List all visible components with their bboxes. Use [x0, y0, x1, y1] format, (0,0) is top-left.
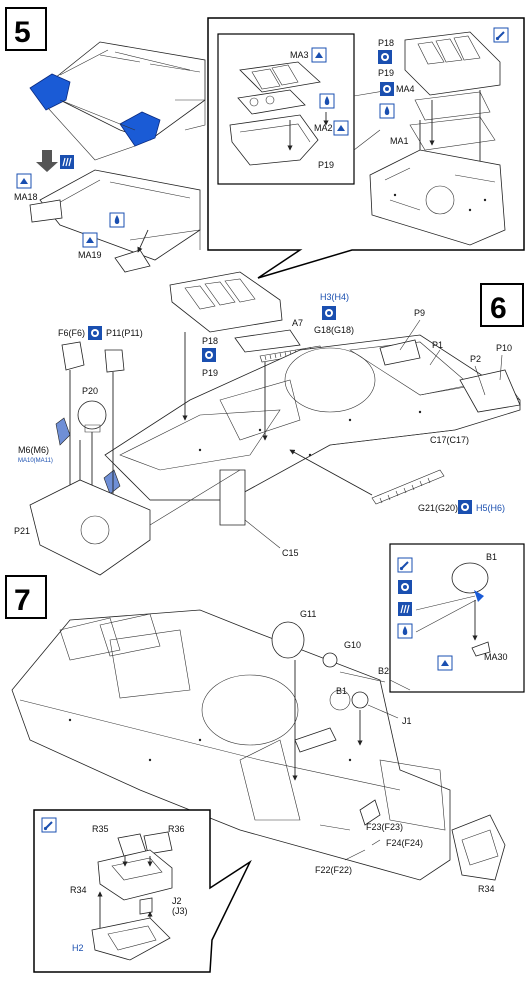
label-m6: M6(M6) [18, 445, 49, 455]
step-6: 6 P18 P19 A7 H3(H4) G18(G18) P9 P1 [14, 271, 524, 576]
label-ma30: MA30 [484, 652, 508, 662]
label-r36: R36 [168, 824, 185, 834]
label-g21: G21(G20) [418, 503, 458, 513]
step-5-number-box [5, 7, 47, 51]
label-p11: P11(P11) [106, 328, 143, 338]
glue-drop-icon [397, 623, 413, 639]
glue-drop-icon [379, 103, 395, 119]
label-p19-callout: P19 [318, 160, 334, 170]
cement-icon [398, 580, 412, 594]
label-p19-s6: P19 [202, 368, 218, 378]
photo-etch-icon [59, 154, 75, 170]
label-p18: P18 [378, 38, 394, 48]
label-h2: H2 [72, 943, 84, 953]
paint-brush-icon [493, 27, 509, 43]
label-p10: P10 [496, 343, 512, 353]
blue-part-m6 [55, 417, 71, 446]
blue-part-right [103, 469, 121, 495]
remove-icon [333, 120, 349, 136]
cement-icon [88, 326, 102, 340]
step-5-hull-piece [29, 41, 206, 161]
step-7-hull [11, 609, 451, 881]
remove-icon [82, 232, 98, 248]
label-g10: G10 [344, 640, 361, 650]
step-6-number-box [480, 283, 524, 327]
glue-drop-icon [109, 212, 125, 228]
pe-note: MA10(MA11) [18, 458, 53, 464]
label-c15: C15 [282, 548, 299, 558]
label-ma18: MA18 [14, 192, 38, 202]
blue-cover-left [29, 73, 71, 111]
cement-icon [322, 306, 336, 320]
label-ma4: MA4 [396, 84, 415, 94]
grille-part-lower [371, 469, 445, 505]
label-a7: A7 [292, 318, 303, 328]
label-p1: P1 [432, 340, 443, 350]
step-5: 5 MA18 MA19 [5, 7, 525, 279]
label-b1-callout: B1 [486, 552, 497, 562]
label-p9: P9 [414, 308, 425, 318]
label-p18-s6: P18 [202, 336, 218, 346]
step-7-callout-right: B1 MA30 [389, 543, 525, 693]
label-f24: F24(F24) [386, 838, 423, 848]
remove-icon [311, 47, 327, 63]
paint-brush-icon [397, 557, 413, 573]
label-g18: G18(G18) [314, 325, 354, 335]
label-ma19: MA19 [78, 250, 102, 260]
cement-icon [202, 348, 216, 362]
label-j2: J2 [172, 896, 182, 906]
label-j1: J1 [402, 716, 412, 726]
label-p19: P19 [378, 68, 394, 78]
label-p21: P21 [14, 526, 30, 536]
step-7-callout-left: R35 R36 R34 J2 (J3) H2 [33, 809, 252, 973]
paint-brush-icon [41, 817, 57, 833]
label-r35: R35 [92, 824, 109, 834]
headlight-ring [271, 621, 305, 659]
step-7-number-box [5, 575, 47, 619]
remove-icon [437, 655, 453, 671]
rear-plate [29, 479, 151, 576]
label-h5: H5(H6) [476, 503, 505, 513]
label-p2: P2 [470, 354, 481, 364]
remove-icon [16, 173, 32, 189]
step-5-number: 5 [14, 16, 31, 49]
label-f6: F6(F6) [58, 328, 85, 338]
label-j3: (J3) [172, 906, 188, 916]
step-5-down-arrow [36, 150, 58, 172]
blue-cover-right [119, 111, 161, 147]
label-b2: B2 [378, 666, 389, 676]
step-6-number: 6 [490, 292, 507, 325]
label-f22: F22(F22) [315, 865, 352, 875]
label-ma1: MA1 [390, 136, 409, 146]
step-7-number: 7 [14, 584, 31, 617]
hatch-cover [169, 271, 283, 333]
label-b1: B1 [336, 686, 347, 696]
label-h3: H3(H4) [320, 292, 349, 302]
cement-icon [458, 500, 472, 514]
rear-box-r34 [451, 814, 506, 881]
step-6-hull [104, 334, 521, 526]
step-7: 7 G11 G10 B2 B1 J1 F23(F23) F24(F24) F22… [5, 543, 525, 973]
glue-drop-icon [319, 93, 335, 109]
label-r34-callout: R34 [70, 885, 87, 895]
photo-etch-icon [397, 601, 413, 617]
cement-icon [380, 82, 394, 96]
step-5-inset-panel: MA3 MA2 P19 P18 P19 MA4 MA1 [207, 17, 525, 279]
label-ma2: MA2 [314, 123, 333, 133]
label-r34: R34 [478, 884, 495, 894]
label-g11: G11 [300, 609, 316, 619]
label-f23: F23(F23) [366, 822, 403, 832]
label-p20: P20 [82, 386, 98, 396]
cement-icon [378, 50, 392, 64]
label-c17: C17(C17) [430, 435, 469, 445]
label-ma3: MA3 [290, 50, 309, 60]
